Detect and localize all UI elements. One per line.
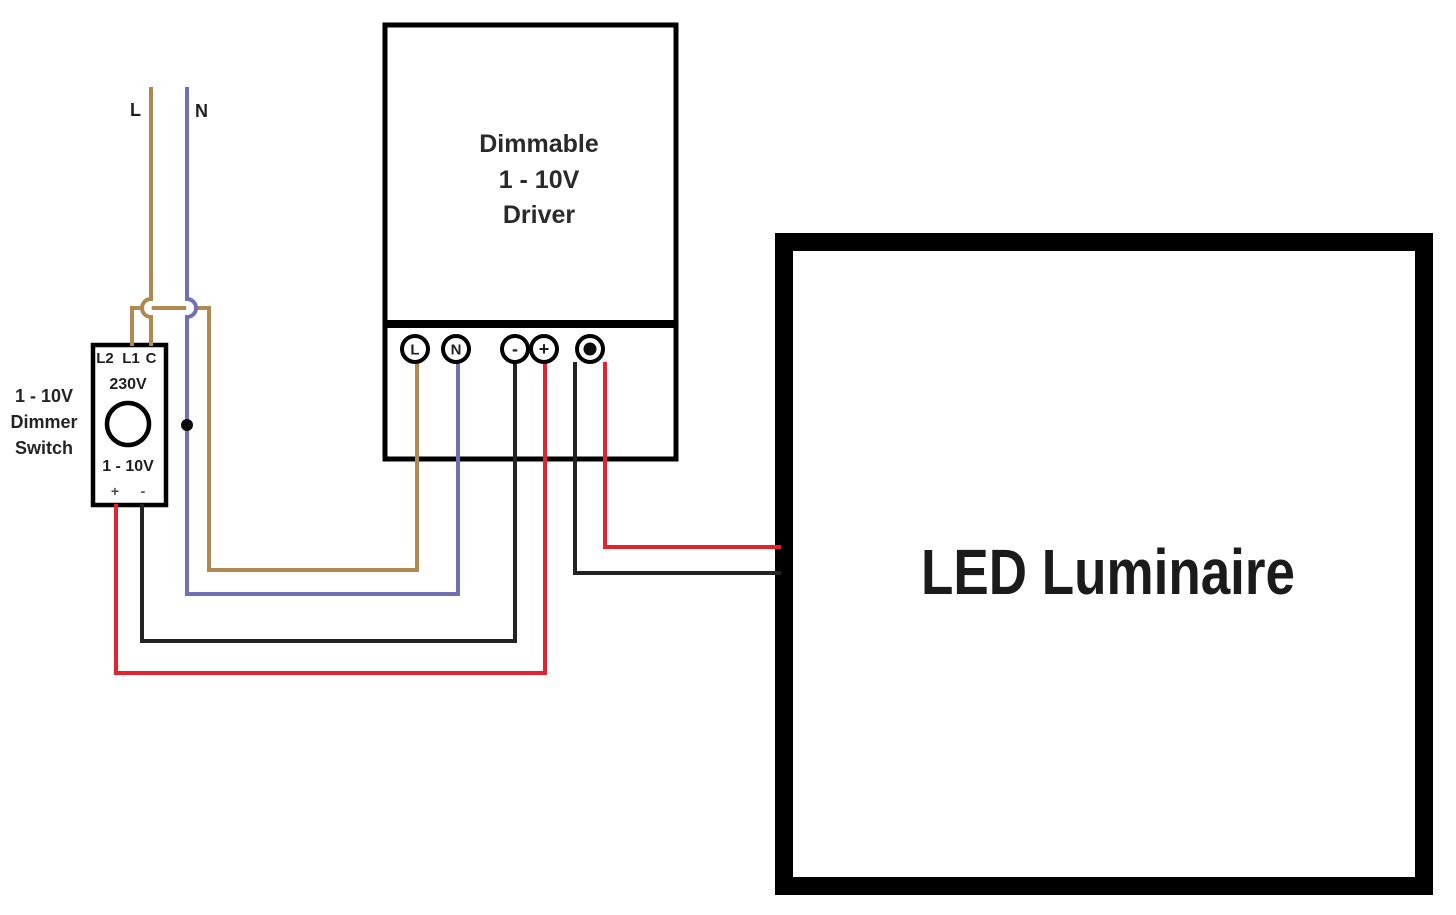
dimmer-side-label-line2: Dimmer [10,412,77,432]
output-negative-wire [573,362,781,575]
neutral-wire [185,87,460,596]
driver-terminal-live-ring [400,334,430,364]
mains-live-wire [140,87,153,346]
dimmer-terminal-l2-label: L2 [96,350,114,367]
dimmer-voltage-label: 230V [109,376,147,393]
driver-box [382,22,679,462]
dimmable-driver: Dimmable 1 - 10V Driver [382,22,679,462]
dimmer-side-label-line1: 1 - 10V [15,386,73,406]
driver-title-line1: Dimmable [479,130,599,158]
driver-terminal-minus-ring [500,334,530,364]
control-plus-wire [114,360,547,675]
dimmer-terminal-c-label: C [146,350,157,367]
live-wire-hop-halo [140,295,155,321]
driver-terminal-neutral: N [441,334,471,364]
mains-live-label: L [130,100,141,120]
driver-title-line3: Driver [503,201,576,229]
switched-live-wire [130,306,419,572]
driver-terminal-neutral-label: N [451,342,462,359]
mains-neutral-label: N [195,101,208,121]
dimmer-terminal-l1-label: L1 [122,350,140,367]
driver-terminal-signal-output [575,334,605,364]
led-luminaire-label: LED Luminaire [921,536,1295,608]
driver-terminal-live: L [400,334,430,364]
led-luminaire-box [775,233,1433,895]
driver-terminal-minus-label: - [512,339,518,359]
driver-terminals: L N - + [400,334,605,364]
wires [114,87,781,675]
driver-terminal-minus: - [500,334,530,364]
dimmer-side-label-line3: Switch [15,438,73,458]
driver-terminal-plus-ring [529,334,559,364]
dimmer-knob [104,400,152,448]
dimmer-switch: L2 L1 C 230V 1 - 10V + - 1 - 10V Dimmer … [10,342,169,508]
neutral-junction-dot [181,419,193,431]
dimmer-plus-label: + [111,483,119,499]
mains-supply: L N [130,100,208,121]
driver-terminal-plus: + [529,334,559,364]
dimmer-range-label: 1 - 10V [102,458,154,475]
output-positive-wire [603,362,781,549]
driver-title-line2: 1 - 10V [499,166,580,194]
driver-terminal-neutral-ring [441,334,471,364]
control-minus-wire [140,360,517,643]
led-luminaire: LED Luminaire [775,233,1433,895]
driver-terminal-live-label: L [410,342,419,359]
signal-output-terminal-dot [583,342,597,356]
dimmer-minus-label: - [141,483,146,499]
driver-terminal-plus-label: + [539,339,550,359]
neutral-wire-hop-halo [183,295,198,321]
